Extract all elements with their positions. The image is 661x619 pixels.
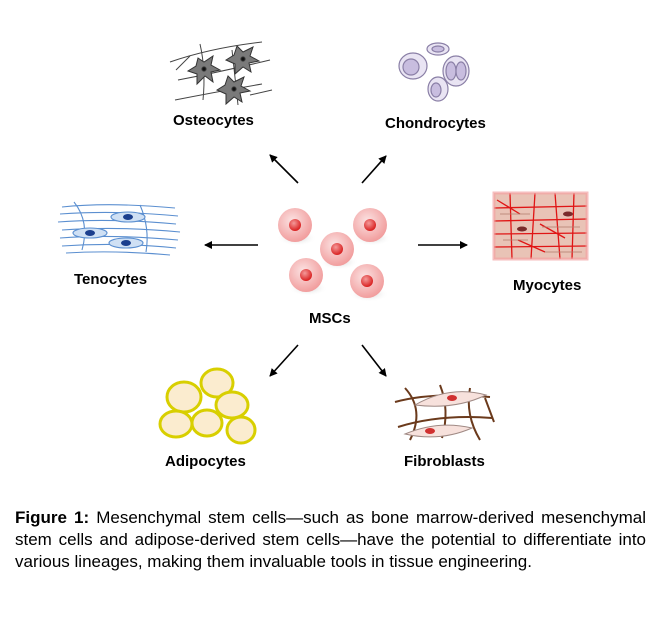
osteocytes-image: [169, 41, 273, 106]
label-myocytes: Myocytes: [513, 277, 582, 294]
fibroblasts-image: [394, 384, 495, 441]
arrow-to-adipocytes: [269, 344, 299, 377]
label-chondrocytes: Chondrocytes: [385, 115, 486, 132]
label-fibroblasts: Fibroblasts: [404, 453, 485, 470]
differentiation-diagram: [57, 41, 589, 445]
msc-cells-image: [277, 208, 392, 302]
label-msc: MSCs: [309, 310, 351, 327]
tenocytes-image: [57, 201, 181, 256]
arrow-to-osteocytes: [269, 154, 299, 184]
label-osteocytes: Osteocytes: [173, 112, 254, 129]
chondrocytes-image: [398, 42, 470, 102]
myocytes-image: [492, 191, 589, 261]
label-adipocytes: Adipocytes: [165, 453, 246, 470]
label-tenocytes: Tenocytes: [74, 271, 148, 288]
arrow-to-fibroblasts: [361, 344, 387, 377]
adipocytes-image: [158, 367, 257, 445]
caption-heading: Figure 1:: [15, 508, 90, 527]
caption-text: Mesenchymal stem cells—such as bone marr…: [15, 508, 646, 571]
figure-caption: Figure 1: Mesenchymal stem cells—such as…: [15, 507, 646, 573]
arrow-to-chondrocytes: [361, 155, 387, 184]
